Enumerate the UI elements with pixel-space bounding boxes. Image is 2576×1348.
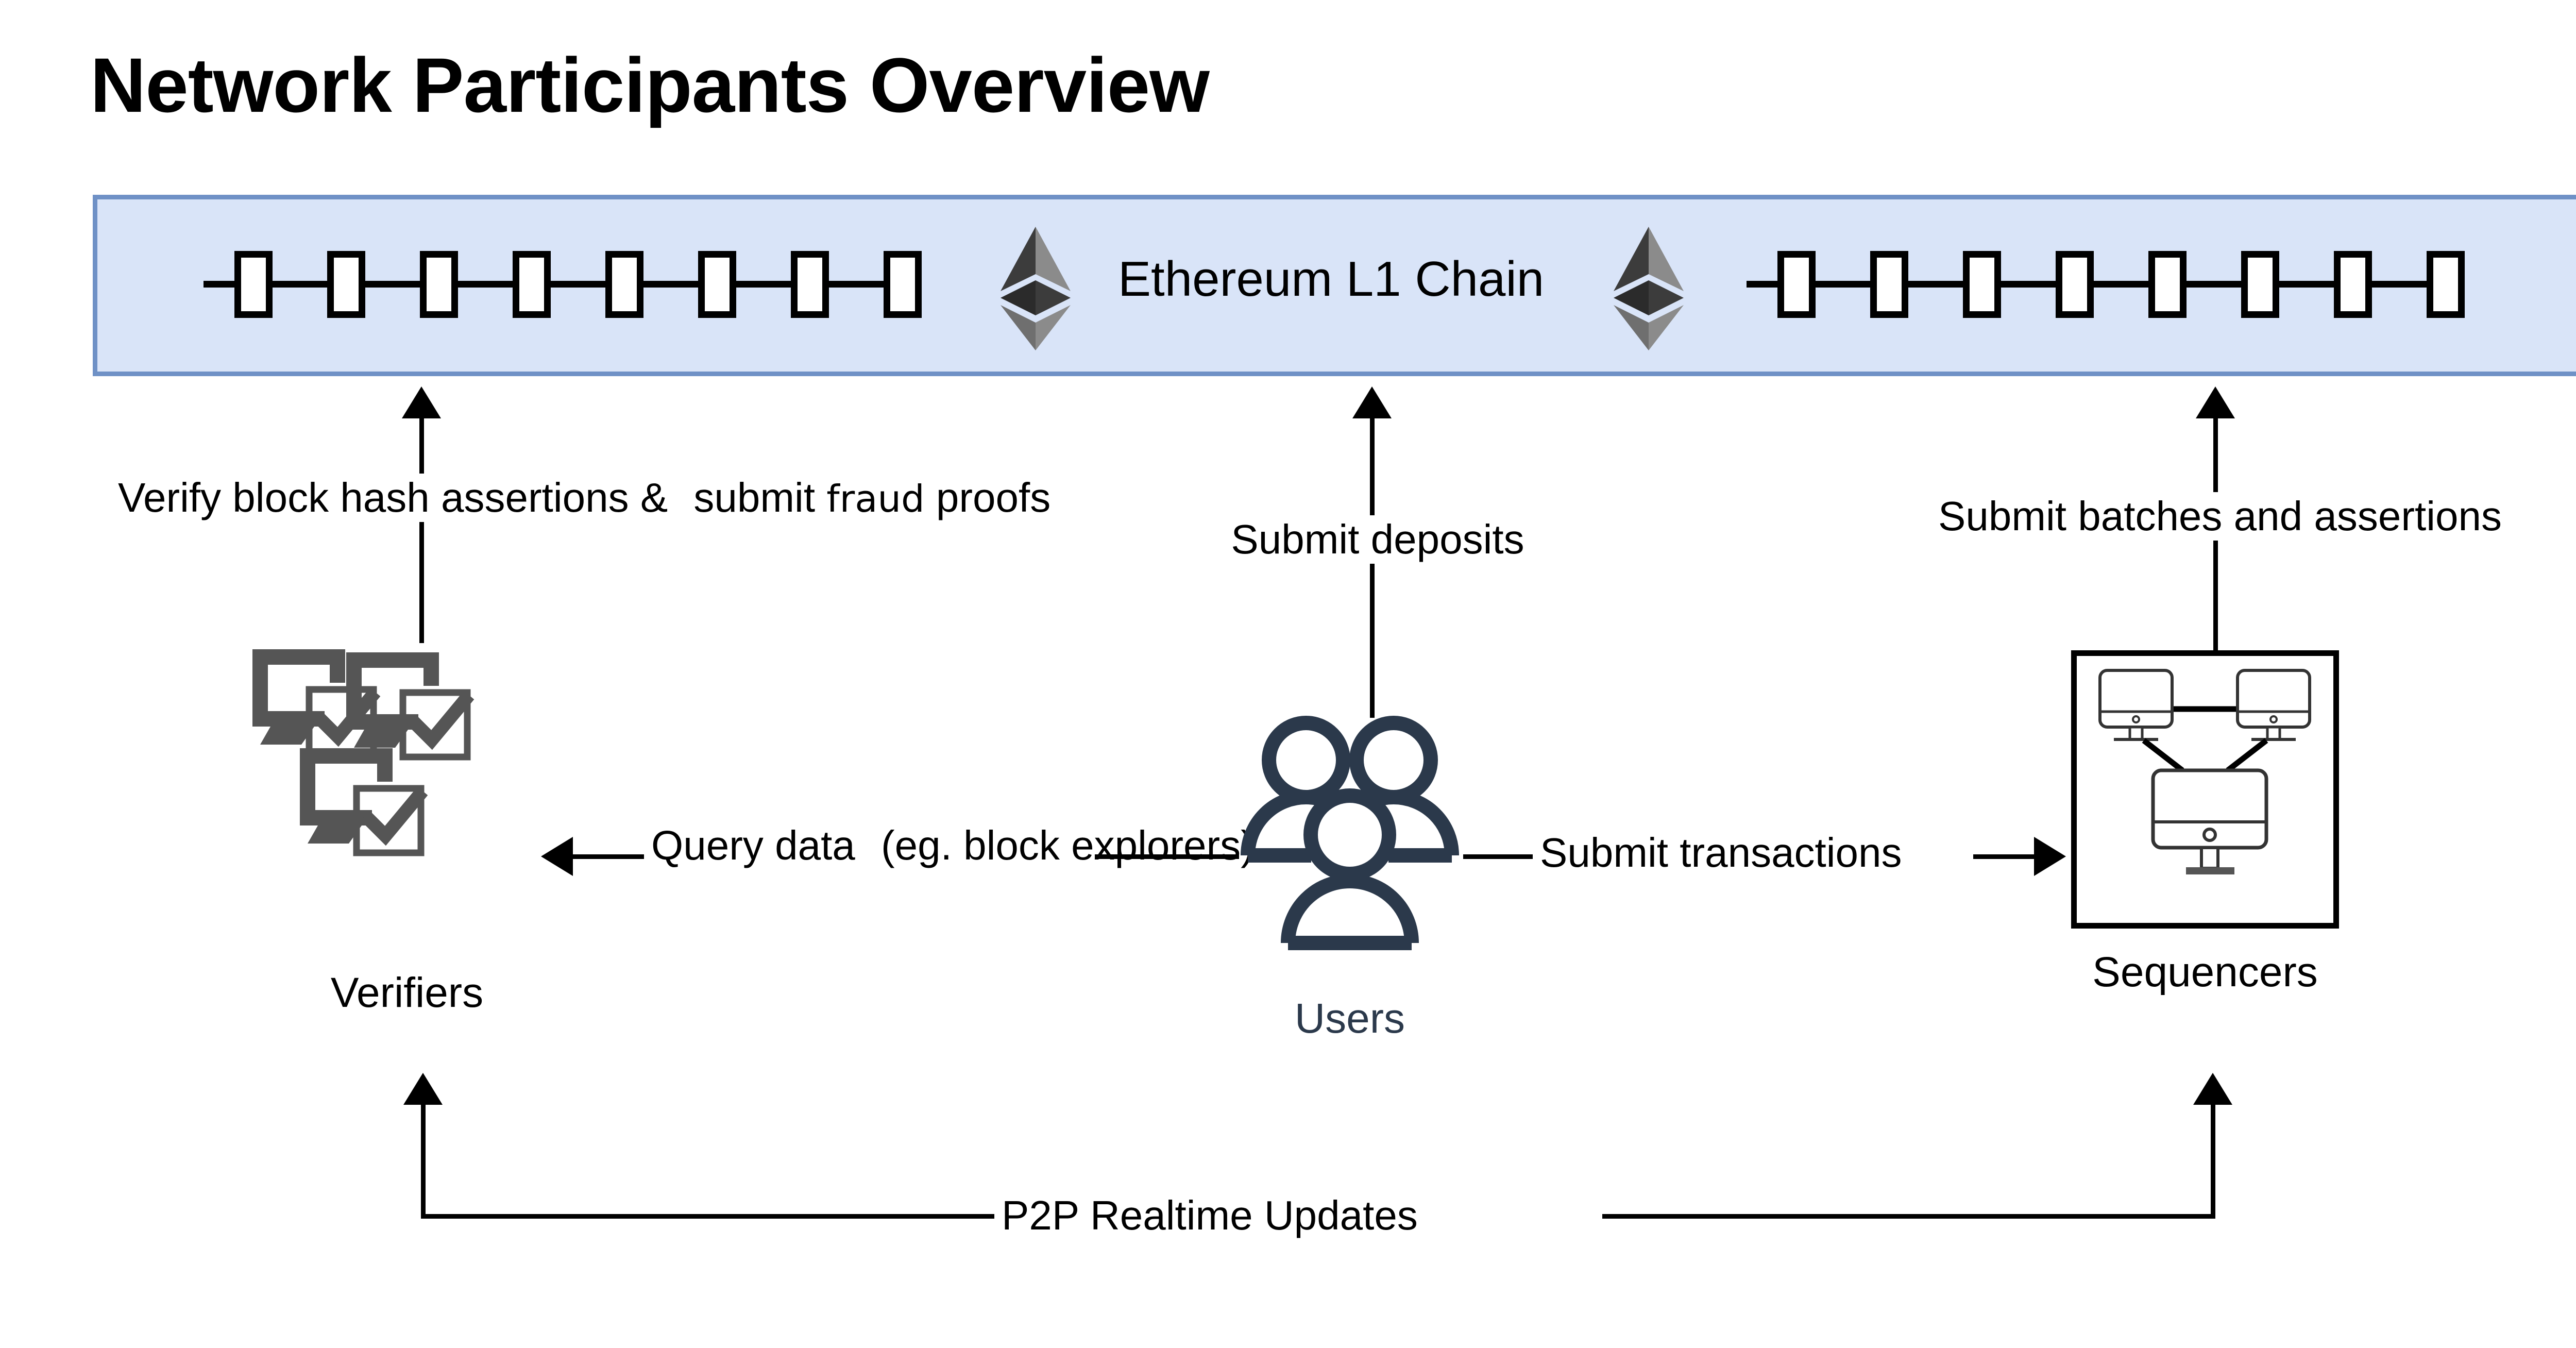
verifiers-caption: Verifiers xyxy=(330,969,484,1016)
arrow-p2p-to-sequencers xyxy=(2193,1073,2232,1105)
ethereum-logo-icon xyxy=(1613,227,1685,350)
label-query-data: Query data (eg. block explorers) xyxy=(644,819,1262,870)
monitor-icon xyxy=(2098,669,2174,741)
monitor-check-icon xyxy=(295,743,429,867)
edge-line-submit-tx-left xyxy=(1463,854,1538,859)
chain-block xyxy=(2334,251,2372,318)
chain-block xyxy=(1963,251,2001,318)
label-verify-line1: Verify block hash assertions & xyxy=(111,474,675,523)
ethereum-logo-icon xyxy=(999,227,1072,350)
label-verify-line2-post: proofs xyxy=(924,475,1051,520)
monitor-check-icon xyxy=(341,647,475,771)
chain-block xyxy=(791,251,829,318)
label-verify-assertions: Verify block hash assertions & submit fr… xyxy=(111,471,1058,523)
verifiers-node[interactable] xyxy=(247,644,577,948)
edge-line-query-data-right xyxy=(1095,854,1239,859)
users-caption: Users xyxy=(1294,995,1405,1042)
monitor-icon xyxy=(2236,669,2311,741)
label-query-data-line1: Query data xyxy=(644,821,862,870)
arrow-users-to-verifiers xyxy=(541,837,573,876)
sequencers-caption: Sequencers xyxy=(2092,949,2318,996)
edge-line-p2p-bottom-left xyxy=(421,1214,998,1219)
arrow-verifiers-to-l1 xyxy=(402,386,441,418)
chain-block xyxy=(513,251,551,318)
edge-line-p2p-left-vertical xyxy=(421,1103,426,1218)
chain-block xyxy=(884,251,922,318)
chain-block xyxy=(1777,251,1816,318)
label-verify-line2-fraud: fraud xyxy=(826,477,925,520)
sequencers-node[interactable] xyxy=(2071,650,2339,929)
chain-block xyxy=(2241,251,2279,318)
chain-block xyxy=(420,251,458,318)
l1-chain-label: Ethereum L1 Chain xyxy=(1118,251,1545,307)
chain-block xyxy=(2056,251,2094,318)
chain-block xyxy=(605,251,643,318)
chain-block xyxy=(2148,251,2187,318)
edge-line-p2p-right-vertical xyxy=(2211,1103,2215,1218)
label-query-data-line2: (eg. block explorers) xyxy=(874,821,1262,870)
label-p2p-updates: P2P Realtime Updates xyxy=(994,1191,1425,1240)
page-title: Network Participants Overview xyxy=(90,42,1210,128)
edge-line-p2p-bottom-right xyxy=(1602,1214,2215,1219)
edge-line-submit-tx-right xyxy=(1973,854,2056,859)
arrow-users-to-sequencers xyxy=(2034,837,2066,876)
chain-block xyxy=(234,251,273,318)
edge-line-verifiers-to-l1 xyxy=(419,416,424,643)
chain-block xyxy=(327,251,365,318)
label-submit-batches: Submit batches and assertions xyxy=(1886,492,2554,541)
chain-block xyxy=(698,251,736,318)
label-verify-line2-pre: submit xyxy=(693,475,827,520)
edge-line-query-data-left xyxy=(573,854,673,859)
monitor-icon xyxy=(2151,768,2268,874)
chain-block xyxy=(1870,251,1908,318)
edge-line-users-to-l1 xyxy=(1370,416,1375,718)
label-verify-line2: submit fraud proofs xyxy=(686,474,1058,523)
arrow-users-to-l1 xyxy=(1352,386,1392,418)
arrow-p2p-to-verifiers xyxy=(403,1073,443,1105)
label-submit-deposits: Submit deposits xyxy=(1175,515,1581,564)
users-node[interactable] xyxy=(1236,706,1463,974)
blockchain-strip-right xyxy=(1747,251,2465,318)
chain-block xyxy=(2427,251,2465,318)
label-submit-transactions: Submit transactions xyxy=(1533,829,1909,878)
blockchain-strip-left xyxy=(204,251,922,318)
arrow-sequencers-to-l1 xyxy=(2196,386,2235,418)
